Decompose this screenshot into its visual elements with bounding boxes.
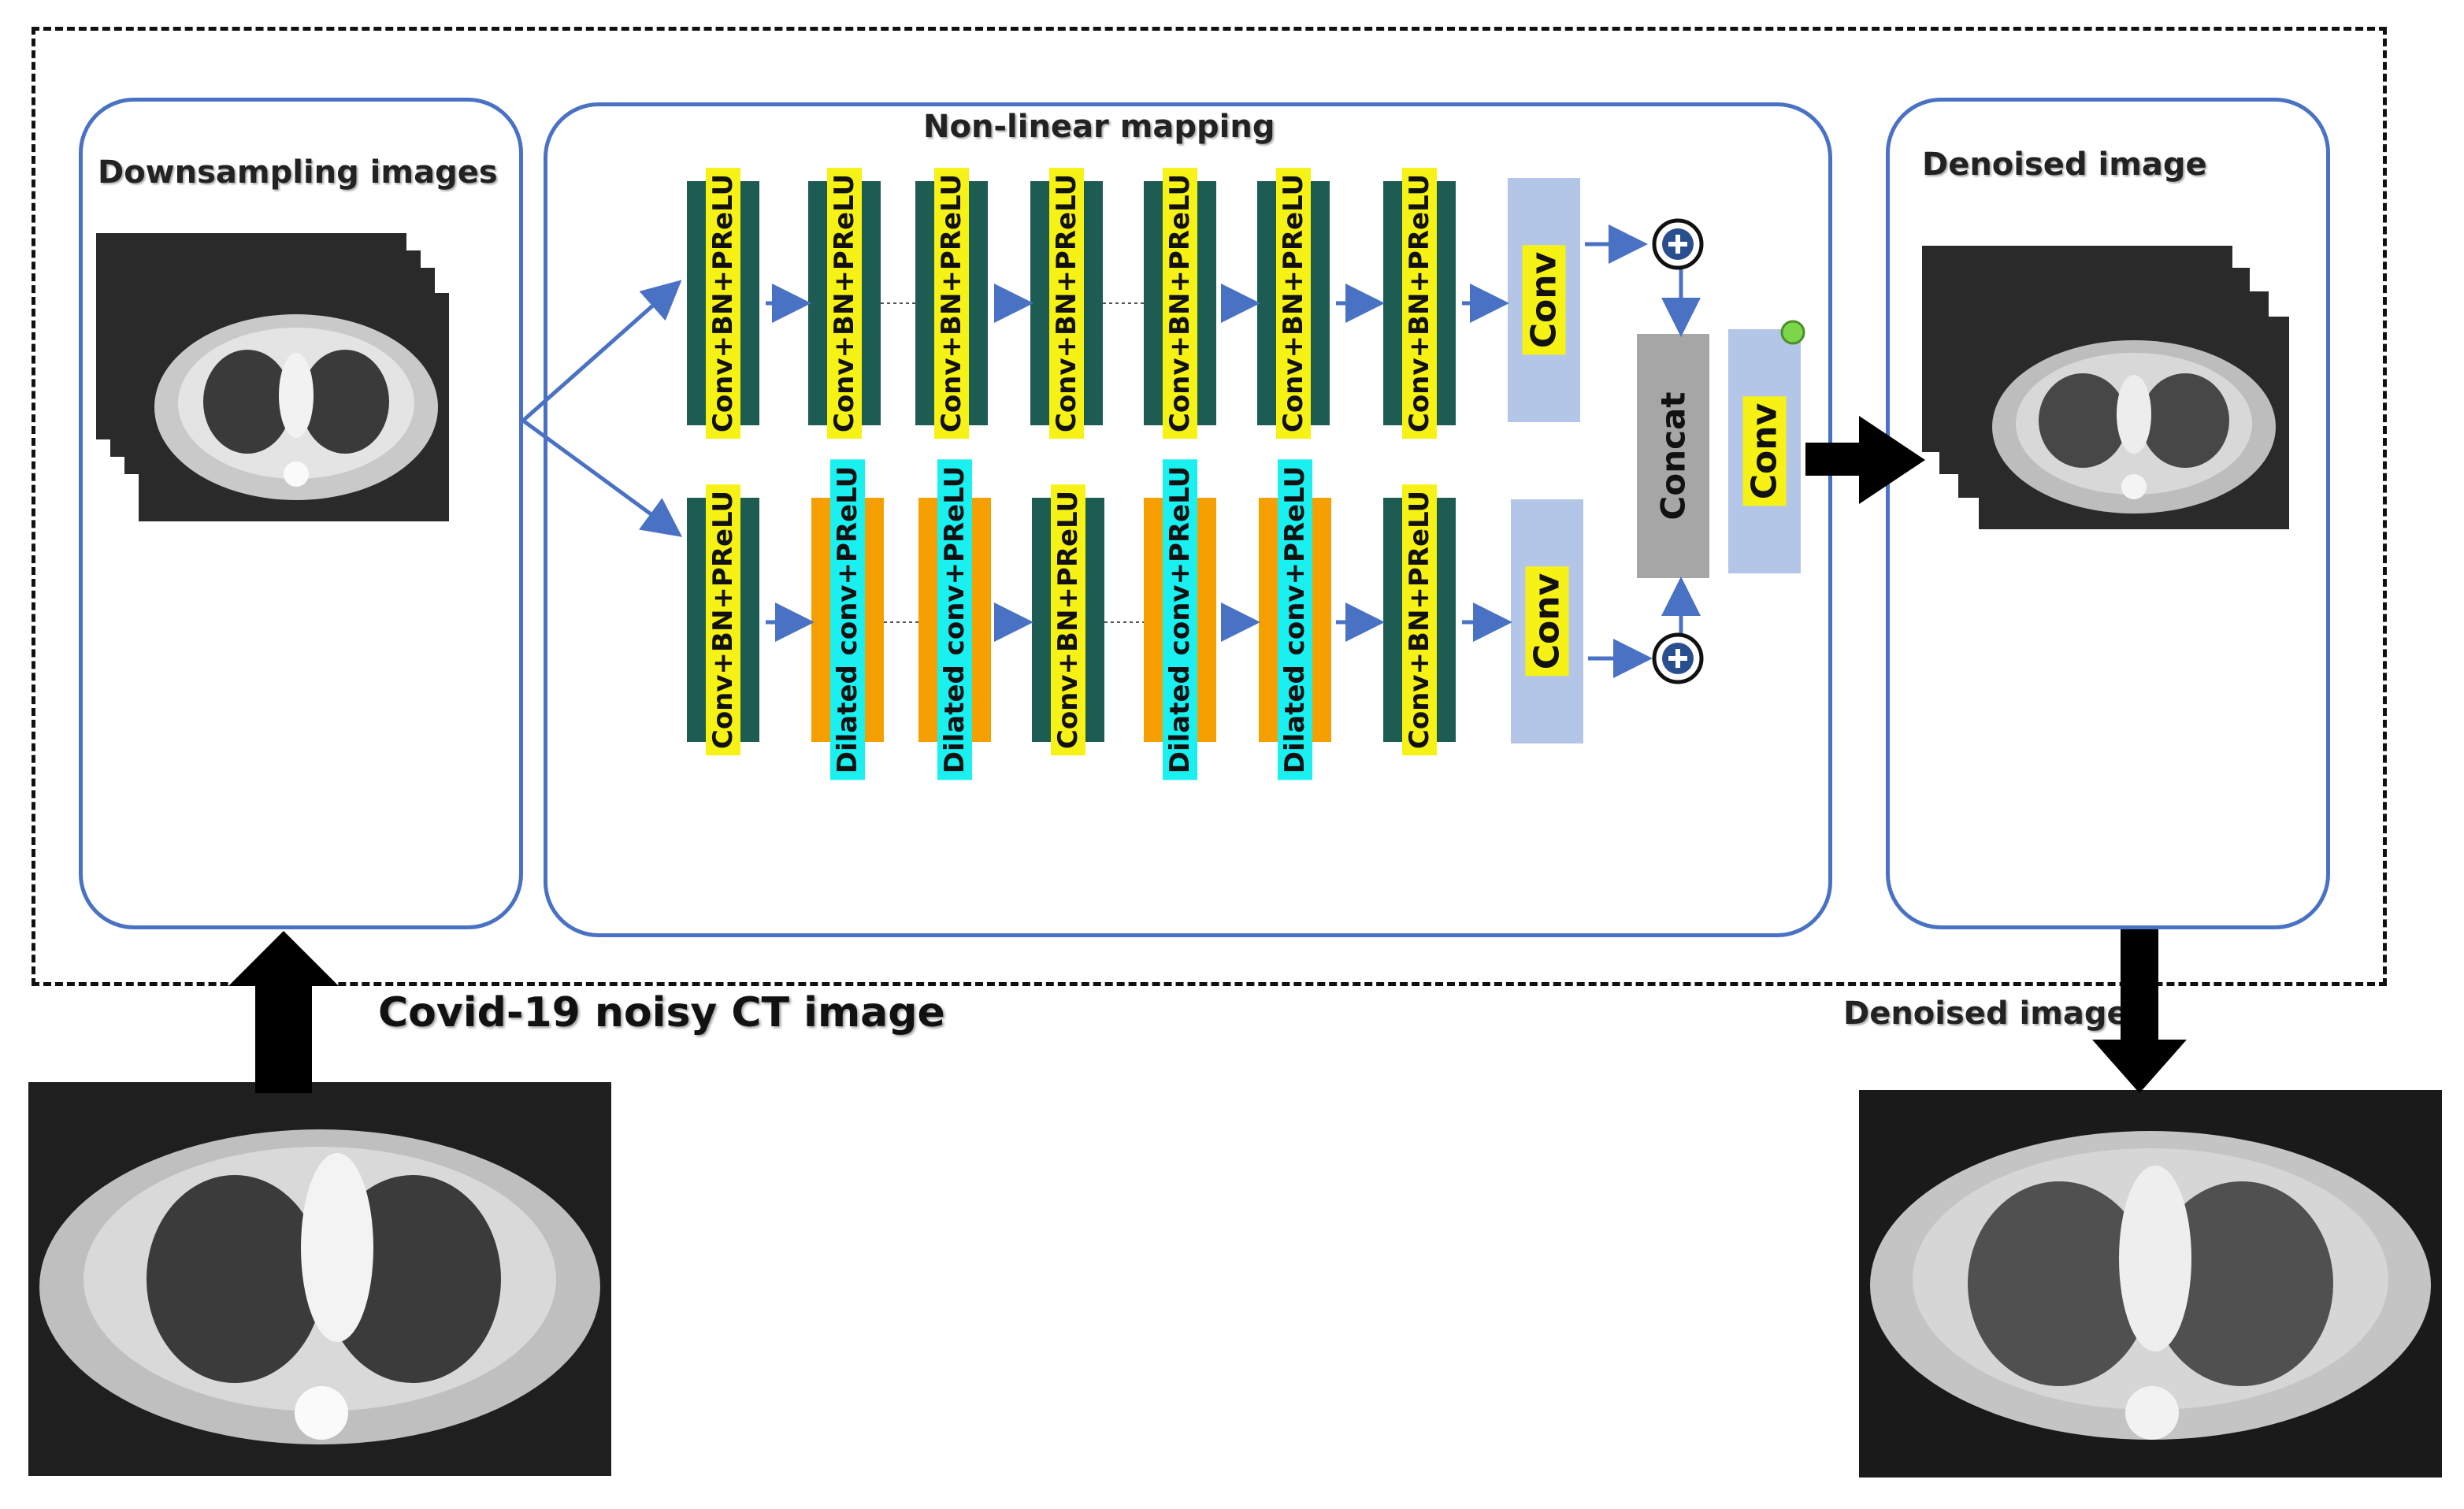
output-caption: Denoised image [1843,995,2128,1032]
conv-bn-prelu-block: Conv+BN+PReLU [1032,484,1104,756]
input-arrow-shaft [255,983,312,1093]
downsampling-title: Downsampling images [98,154,498,191]
ct-thumbnail [1979,317,2289,529]
conv-bn-prelu-block: Conv+BN+PReLU [915,167,988,439]
system-boundary [32,27,2387,986]
nonlinear-mapping-title: Non-linear mapping [923,109,1275,145]
concat-block: Concat [1637,334,1709,578]
denoised-ct-output-image [1859,1090,2442,1477]
conv-block: Conv [1508,178,1580,422]
ct-scan-icon [39,1129,600,1444]
conv-bn-prelu-block: Conv+BN+PReLU [687,484,759,756]
dilated-conv-block: Dilated conv+PReLU [1144,459,1216,780]
conv-bn-prelu-block: Conv+BN+PReLU [808,167,881,439]
denoised-panel-title: Denoised image [1922,146,2207,183]
noisy-ct-input-image [28,1082,611,1476]
final-conv-block: Conv [1728,329,1801,573]
dilated-conv-block: Dilated conv+PReLU [1259,459,1331,780]
ct-scan-icon [1870,1131,2431,1440]
dilated-conv-block: Dilated conv+PReLU [918,459,991,780]
conv-bn-prelu-block: Conv+BN+PReLU [1383,167,1456,439]
down-arrow-head [2092,1040,2187,1093]
conv-bn-prelu-block: Conv+BN+PReLU [1030,167,1103,439]
conv-block: Conv [1511,499,1583,743]
ct-thumbnail [139,293,449,521]
input-caption: Covid-19 noisy CT image [378,989,945,1036]
conv-bn-prelu-block: Conv+BN+PReLU [1383,484,1456,756]
ct-scan-icon [154,314,438,500]
ct-scan-icon [1992,340,2276,514]
conv-bn-prelu-block: Conv+BN+PReLU [1257,167,1330,439]
conv-bn-prelu-block: Conv+BN+PReLU [687,167,759,439]
dilated-conv-block: Dilated conv+PReLU [811,459,884,780]
conv-bn-prelu-block: Conv+BN+PReLU [1144,167,1216,439]
